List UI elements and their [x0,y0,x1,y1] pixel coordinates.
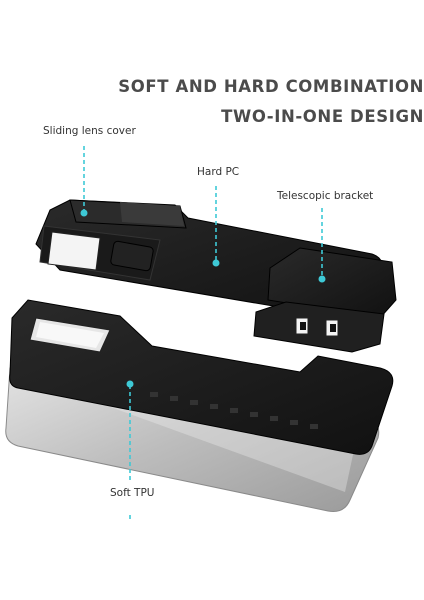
tpu-grip-ridges [150,392,318,429]
bracket [253,247,397,353]
label-sliding-lens-cover: Sliding lens cover [43,125,136,137]
callout-lines [83,146,323,522]
lens-slider [69,199,187,272]
label-telescopic-bracket: Telescopic bracket [277,190,374,202]
headline-line-1: SOFT AND HARD COMBINATION [118,77,424,96]
callout-dots [80,209,326,388]
headline-line-2: TWO-IN-ONE DESIGN [221,107,424,126]
label-soft-tpu: Soft TPU [110,487,155,499]
label-hard-pc: Hard PC [197,166,240,178]
tpu-case [9,299,394,455]
